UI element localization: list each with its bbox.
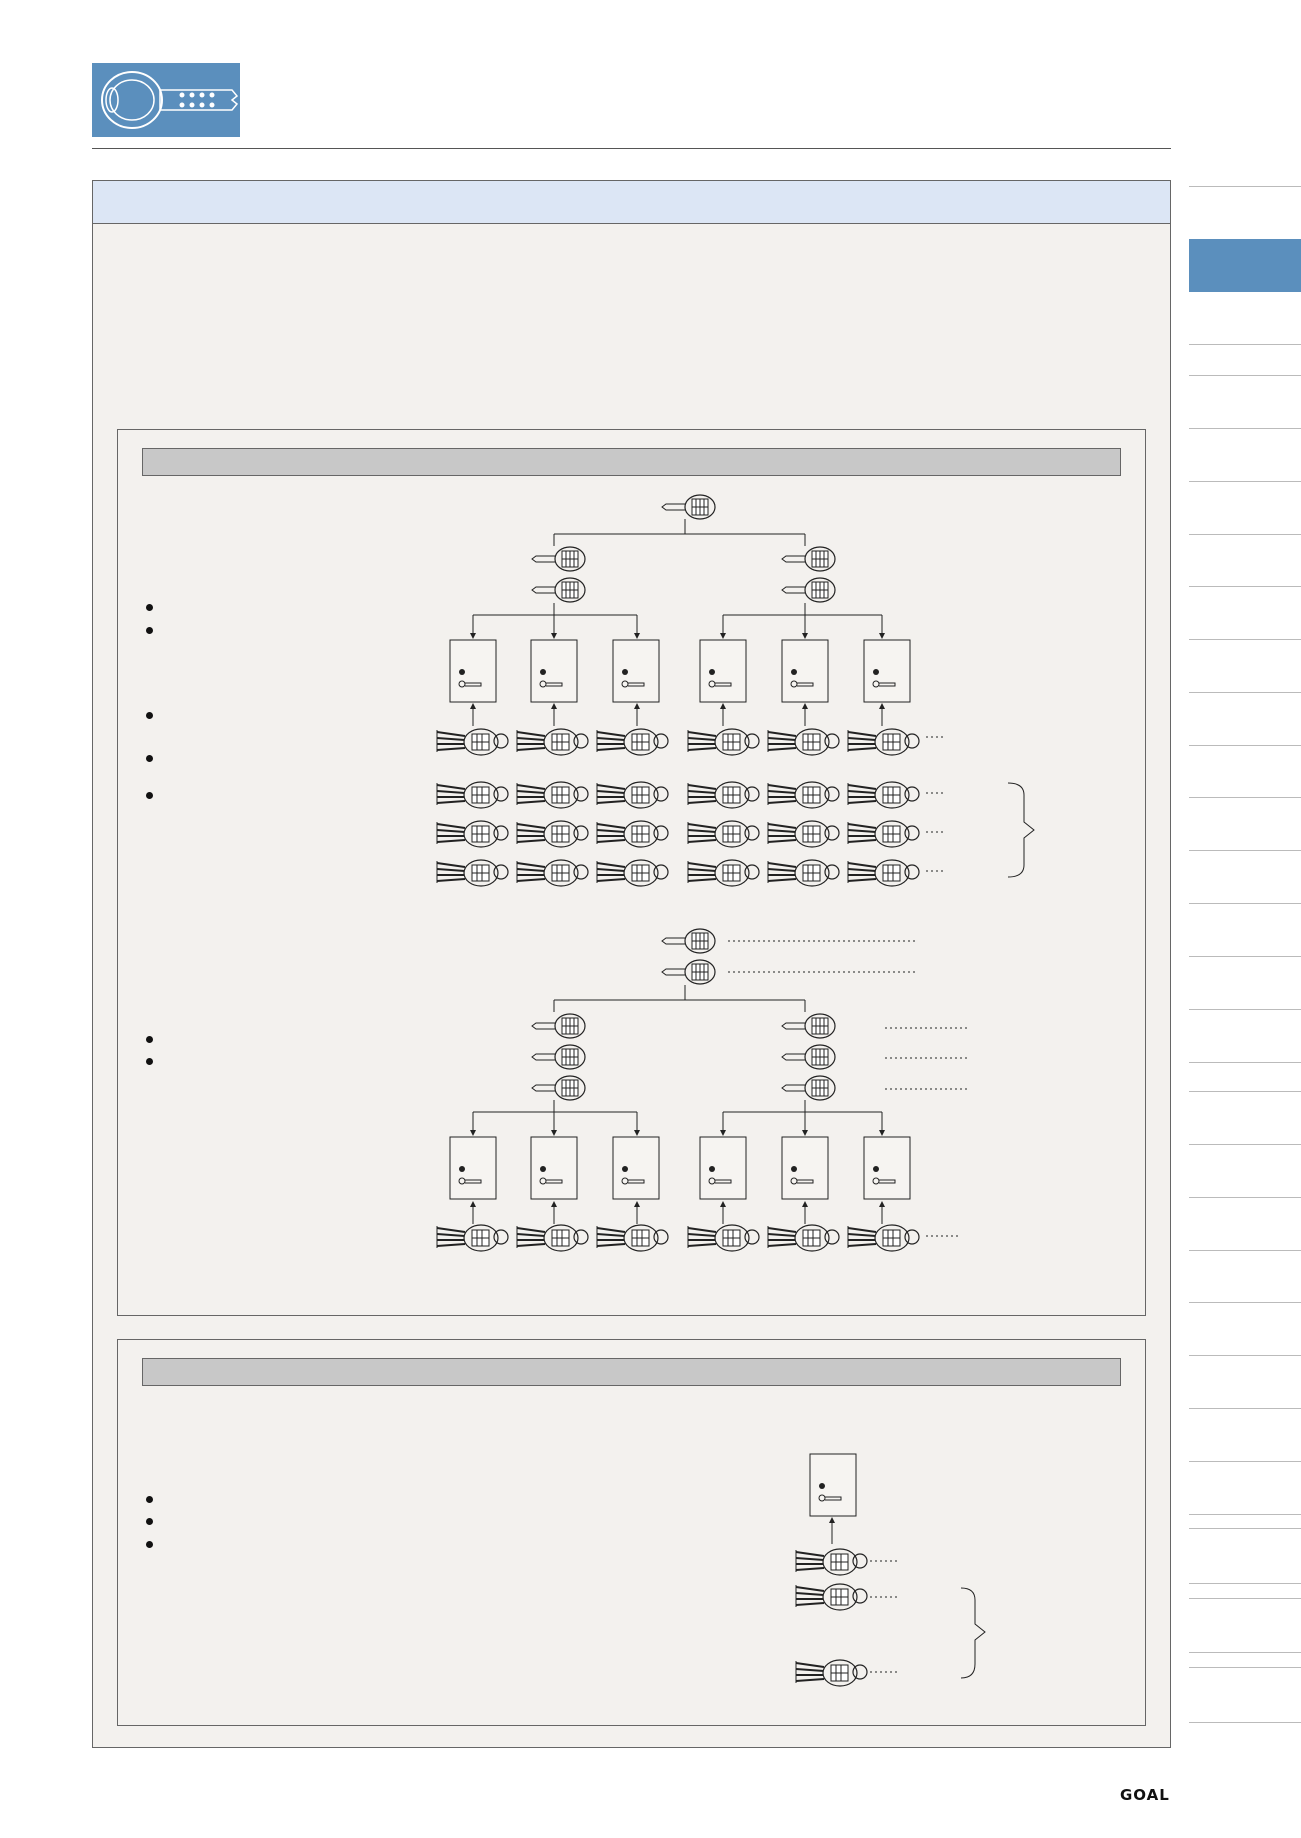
master-key-icon	[531, 1075, 586, 1101]
door-icon	[863, 1136, 911, 1200]
bullet	[146, 712, 153, 719]
master-key-icon	[531, 1013, 586, 1039]
door-icon	[699, 639, 747, 703]
door-icon	[449, 639, 497, 703]
grand-master-key-icon	[661, 494, 716, 520]
footer-brand: GOAL	[1120, 1786, 1170, 1804]
goal-logo	[92, 63, 240, 137]
key-bunch-row	[436, 1224, 920, 1252]
key-bunch-row	[436, 820, 920, 848]
door-icon	[612, 639, 660, 703]
key-bunch-icon	[795, 1548, 868, 1576]
master-key-icon	[531, 546, 586, 572]
header-rule	[92, 148, 1171, 149]
door-icon	[699, 1136, 747, 1200]
active-section-tab[interactable]	[1189, 239, 1301, 292]
door-icon	[530, 1136, 578, 1200]
bullet	[146, 1541, 153, 1548]
door-icon	[863, 639, 911, 703]
master-key-icon	[781, 1044, 836, 1070]
bullet	[146, 755, 153, 762]
key-bunch-icon	[795, 1659, 868, 1687]
key-logo-icon	[101, 71, 239, 129]
door-icon	[809, 1453, 857, 1517]
master-key-system-title-bar	[142, 448, 1121, 476]
master-key-icon	[781, 546, 836, 572]
bullet	[146, 1518, 153, 1525]
key-bunch-row	[436, 728, 920, 756]
bullet	[146, 627, 153, 634]
door-icon	[781, 1136, 829, 1200]
bullet	[146, 792, 153, 799]
bullet	[146, 604, 153, 611]
master-key-icon	[531, 577, 586, 603]
door-icon	[530, 639, 578, 703]
bullet	[146, 1496, 153, 1503]
main-title-bar	[93, 181, 1170, 224]
master-key-icon	[781, 1075, 836, 1101]
door-icon	[781, 639, 829, 703]
master-key-icon	[781, 1013, 836, 1039]
key-bunch-row	[436, 859, 920, 887]
door-icon	[612, 1136, 660, 1200]
grand-master-key-icon	[661, 928, 716, 954]
master-key-icon	[781, 577, 836, 603]
master-key-icon	[531, 1044, 586, 1070]
key-bunch-icon	[795, 1583, 868, 1611]
key-bunch-row	[436, 781, 920, 809]
grand-master-key-icon	[661, 959, 716, 985]
bullet	[146, 1036, 153, 1043]
keyed-alike-title-bar	[142, 1358, 1121, 1386]
bullet	[146, 1058, 153, 1065]
door-icon	[449, 1136, 497, 1200]
